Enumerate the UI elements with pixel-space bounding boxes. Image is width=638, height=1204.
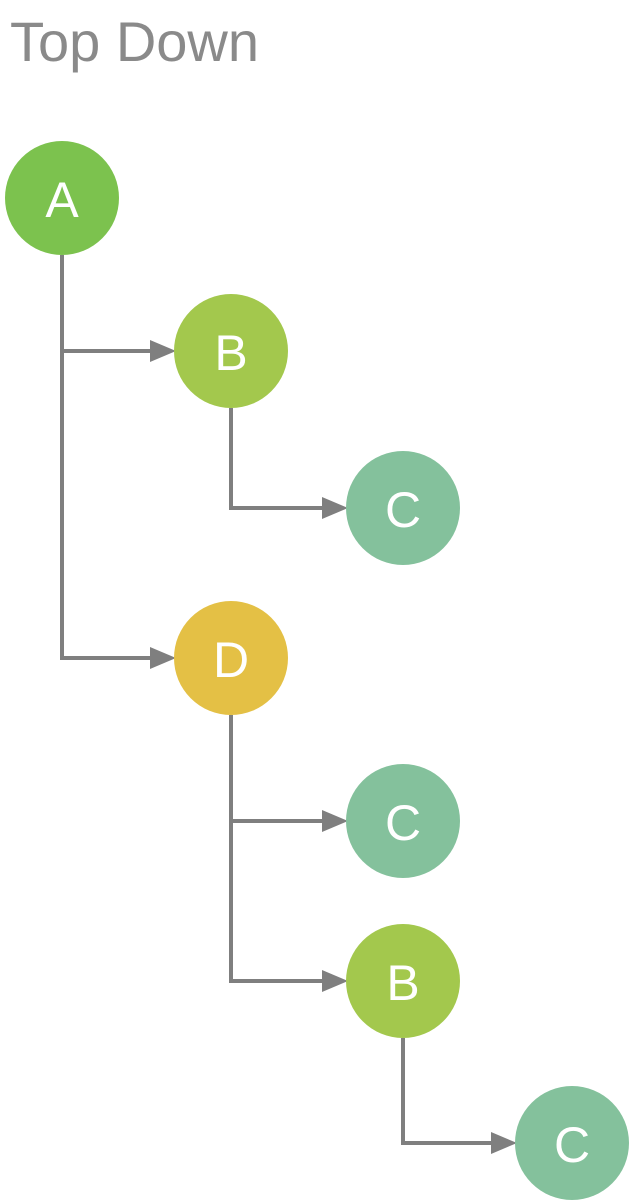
node-circle-A (5, 141, 119, 255)
arrowhead-icon-B1-C1 (322, 497, 348, 519)
arrowhead-icon-D-C2 (322, 810, 348, 832)
node-circle-B2 (346, 924, 460, 1038)
arrowhead-icon-A-B1 (150, 340, 176, 362)
edge-B2-C3 (401, 1038, 493, 1145)
arrowhead-icon-D-B2 (322, 970, 348, 992)
diagram-title: Top Down (10, 10, 260, 73)
edge-D-C2 (229, 715, 324, 823)
node-circle-D (174, 601, 288, 715)
node-label-B2: B (386, 955, 419, 1011)
node-D: D (174, 601, 288, 715)
node-label-C2: C (385, 795, 421, 851)
node-C3: C (515, 1086, 629, 1200)
edge-D-B2 (229, 715, 324, 983)
node-circle-C2 (346, 764, 460, 878)
node-C2: C (346, 764, 460, 878)
node-label-B1: B (214, 325, 247, 381)
arrowhead-icon-A-D (150, 647, 176, 669)
node-label-D: D (213, 632, 249, 688)
edge-A-B1 (60, 255, 152, 353)
node-B2: B (346, 924, 460, 1038)
node-circle-C1 (346, 451, 460, 565)
node-label-A: A (45, 172, 79, 228)
node-label-C3: C (554, 1117, 590, 1173)
node-C1: C (346, 451, 460, 565)
node-label-C1: C (385, 482, 421, 538)
node-circle-B1 (174, 294, 288, 408)
arrowhead-icon-B2-C3 (491, 1132, 517, 1154)
node-B1: B (174, 294, 288, 408)
node-A: A (5, 141, 119, 255)
node-circle-C3 (515, 1086, 629, 1200)
edge-A-D (60, 255, 152, 660)
edge-B1-C1 (229, 408, 324, 510)
